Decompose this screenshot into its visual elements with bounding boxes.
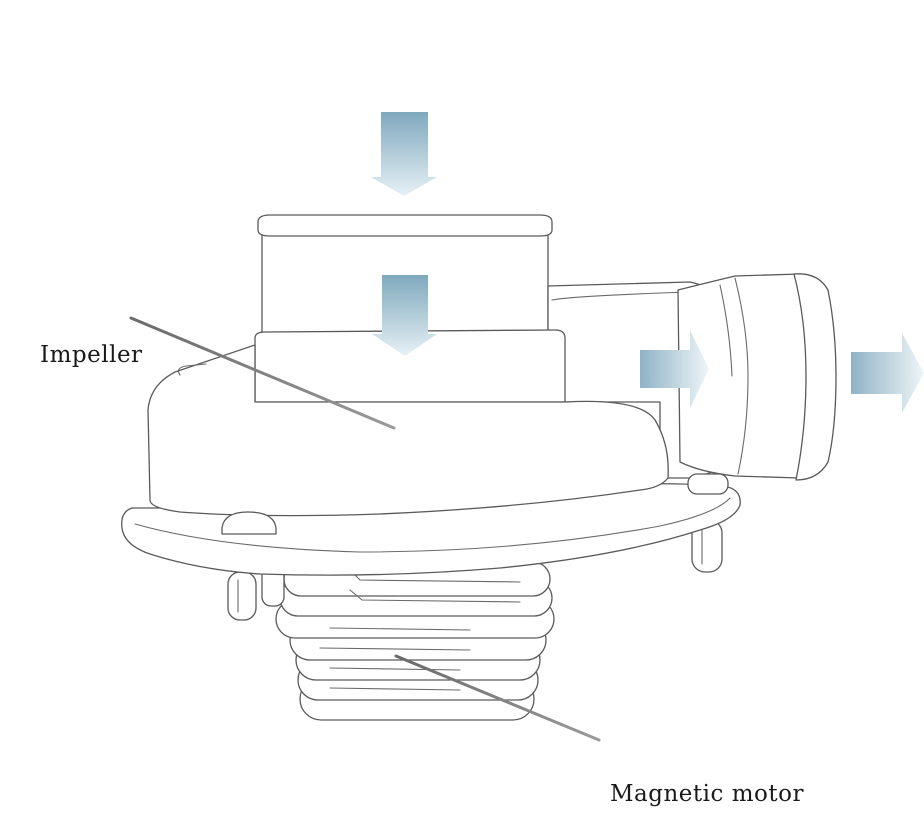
impeller-label: Impeller: [40, 342, 143, 368]
motor-leader-line: [394, 654, 601, 742]
arrow-inflow-inner: [372, 275, 437, 356]
mounting-pegs: [227, 519, 723, 621]
flange-bolt: [221, 511, 277, 535]
arrow-outflow-housing: [640, 330, 709, 408]
volute-housing: [147, 344, 669, 517]
outlet-rim: [793, 273, 837, 481]
outlet-peg: [687, 473, 729, 495]
impeller-cover-step: [254, 329, 566, 403]
magnetic-motor-label: Magnetic motor: [610, 781, 804, 807]
mounting-peg: [227, 571, 257, 621]
impeller-leader-line: [129, 316, 396, 430]
motor-coils: [275, 561, 555, 721]
arrow-inflow-top: [371, 112, 437, 196]
inlet-rim: [257, 214, 553, 237]
arrow-outflow-exit: [851, 333, 924, 413]
